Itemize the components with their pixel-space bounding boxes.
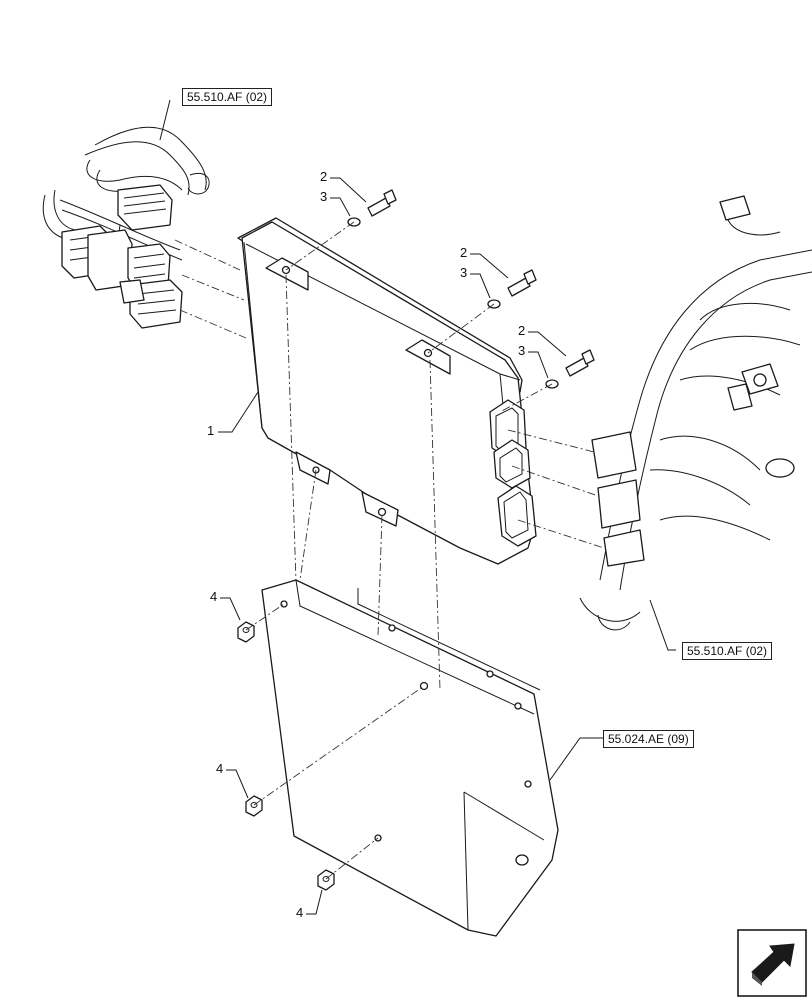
bolt-set-1: [347, 189, 397, 227]
callout-item-1: 1: [207, 423, 215, 438]
callout-item-2-b: 2: [460, 245, 468, 260]
bolt-set-3: [545, 349, 595, 389]
next-page-arrow-icon[interactable]: [737, 929, 807, 997]
ref-bracket[interactable]: 55.024.AE (09): [603, 730, 694, 748]
callout-item-3-b: 3: [460, 265, 468, 280]
nut-1: [237, 621, 255, 643]
leader-lines: [159, 99, 676, 915]
nut-3: [317, 869, 335, 891]
callout-item-4-c: 4: [296, 905, 304, 920]
callout-item-4-a: 4: [210, 589, 218, 604]
callout-item-2-a: 2: [320, 169, 328, 184]
callout-item-4-b: 4: [216, 761, 224, 776]
assembly-lines: [174, 221, 605, 880]
ref-harness-upper[interactable]: 55.510.AF (02): [182, 88, 273, 106]
mounting-bracket: [261, 579, 559, 937]
wiring-harness-right: [579, 195, 812, 631]
callout-item-3-a: 3: [320, 189, 328, 204]
ref-harness-right[interactable]: 55.510.AF (02): [682, 642, 773, 660]
ecu-module: [237, 217, 537, 565]
nut-2: [245, 795, 263, 817]
callout-item-2-c: 2: [518, 323, 526, 338]
bolt-set-2: [487, 269, 537, 309]
callout-item-3-c: 3: [518, 343, 526, 358]
wiring-harness-left: [42, 126, 210, 329]
